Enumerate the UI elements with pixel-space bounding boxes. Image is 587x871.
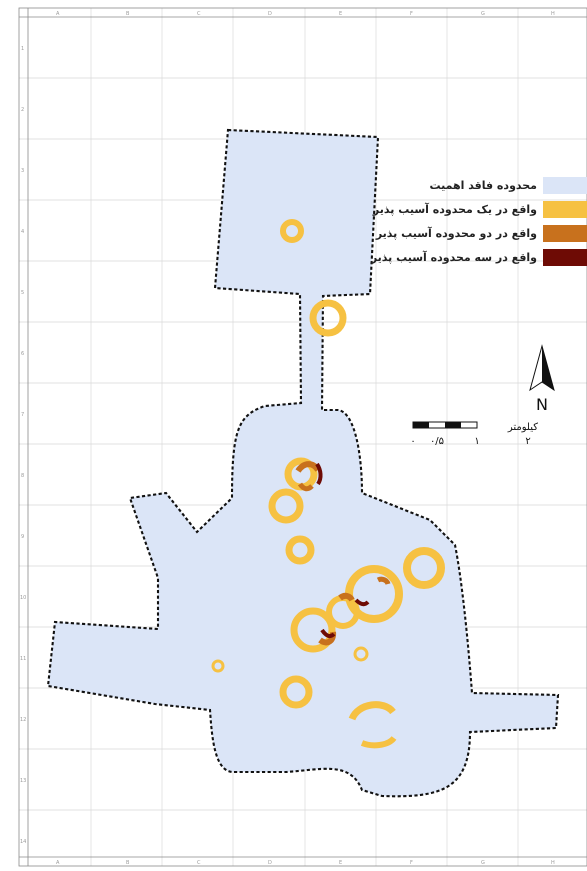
legend-label: محدوده فاقد اهمیت (429, 178, 537, 192)
legend-swatch (543, 248, 587, 266)
grid-col-label: A (56, 11, 60, 17)
vulnerable-ring (403, 547, 445, 589)
grid-col-label: D (268, 860, 272, 866)
vulnerable-ring (279, 675, 313, 709)
north-arrow-icon: N (529, 344, 555, 414)
grid-col-label: D (268, 11, 272, 17)
overlap-arc (338, 592, 355, 602)
triple-overlap (354, 598, 370, 607)
grid-col-label: G (481, 860, 485, 866)
grid-row-labels: 1 2 3 4 5 6 7 8 9 10 11 12 13 14 (20, 46, 26, 845)
grid-row-label: 9 (21, 534, 24, 540)
grid-row-label: 12 (20, 717, 26, 723)
grid-col-label: G (481, 11, 485, 17)
legend-label: واقع در یک محدوده آسیب پذیر (372, 202, 537, 216)
vulnerable-arc (348, 701, 396, 721)
grid-col-label: H (551, 860, 555, 866)
map-legend: محدوده فاقد اهمیت واقع در یک محدوده آسیب… (371, 176, 587, 272)
scale-bar: کیلومتر ۰ ۰/۵ ۱ ۲ (410, 421, 538, 447)
grid-row-label: 3 (21, 168, 24, 174)
north-label: N (536, 395, 548, 414)
vulnerable-ring (211, 659, 225, 673)
grid-row-label: 7 (21, 412, 24, 418)
legend-item-no-importance: محدوده فاقد اهمیت (378, 176, 587, 194)
grid-row-label: 10 (20, 595, 26, 601)
grid-column-labels-top: A B C D E F G H (56, 11, 555, 17)
grid-row-label: 1 (21, 46, 24, 52)
grid-col-label: C (197, 11, 201, 17)
scale-unit-label: کیلومتر (507, 422, 538, 433)
overlap-arc (295, 461, 321, 473)
triple-overlap (315, 462, 323, 486)
scale-tick-label: ۱ (474, 436, 479, 447)
legend-label: واقع در دو محدوده آسیب پذیر (375, 226, 537, 240)
three-zone-areas (315, 462, 370, 639)
grid-col-label: B (126, 11, 130, 17)
legend-item-two-zones: واقع در دو محدوده آسیب پذیر (375, 224, 587, 242)
legend-swatch (543, 176, 587, 194)
vulnerable-ring (290, 607, 336, 653)
grid-col-label: A (56, 860, 60, 866)
grid-col-label: E (339, 860, 342, 866)
grid-col-label: H (551, 11, 555, 17)
grid-col-label: E (339, 11, 342, 17)
vulnerable-ring (353, 646, 369, 662)
grid-col-label: B (126, 860, 130, 866)
triple-overlap (320, 628, 336, 639)
grid-col-label: F (410, 860, 413, 866)
scale-tick-label: ۰ (410, 436, 415, 447)
overlap-arc (297, 482, 314, 492)
legend-swatch (543, 224, 587, 242)
grid-row-label: 14 (20, 839, 26, 845)
legend-swatch (543, 200, 587, 218)
grid-row-label: 4 (21, 229, 24, 235)
grid-col-label: C (197, 860, 201, 866)
legend-item-one-zone: واقع در یک محدوده آسیب پذیر (373, 200, 587, 218)
grid-col-label: F (410, 11, 413, 17)
vulnerable-arc (360, 735, 397, 749)
legend-label: واقع در سه محدوده آسیب پذیر (370, 250, 537, 264)
one-zone-areas (211, 219, 445, 749)
grid-column-labels-bottom: A B C D E F G H (56, 860, 555, 866)
legend-item-three-zones: واقع در سه محدوده آسیب پذیر (371, 248, 587, 266)
vulnerable-ring (268, 488, 304, 524)
vulnerable-ring (285, 535, 315, 565)
vulnerable-ring (280, 219, 304, 243)
grid-row-label: 6 (21, 351, 24, 357)
scale-tick-label: ۲ (525, 436, 530, 447)
grid-row-label: 5 (21, 290, 24, 296)
overlap-arc (376, 576, 391, 585)
scale-tick-label: ۰/۵ (430, 436, 444, 447)
grid-row-label: 8 (21, 473, 24, 479)
grid-row-label: 13 (20, 778, 26, 784)
grid-row-label: 11 (20, 656, 26, 662)
grid-row-label: 2 (21, 107, 24, 113)
vulnerable-ring (309, 299, 347, 337)
